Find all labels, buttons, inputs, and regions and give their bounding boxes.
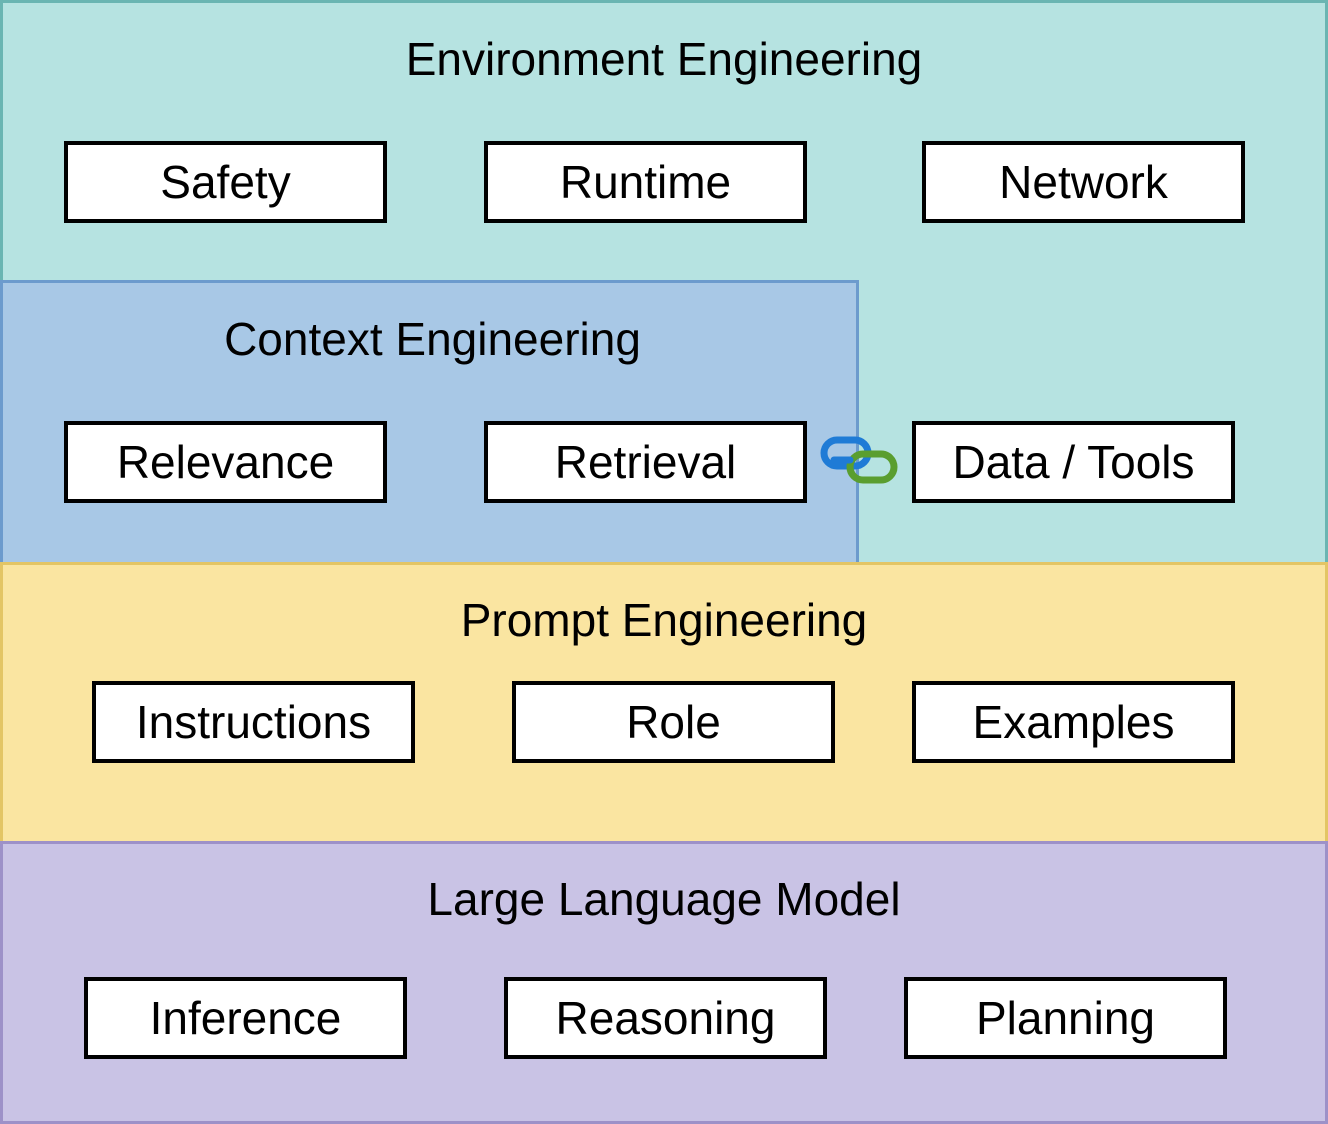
- retrieval-box: Retrieval: [484, 421, 807, 503]
- examples-box: Examples: [912, 681, 1235, 763]
- instructions-box: Instructions: [92, 681, 415, 763]
- prompt-engineering-title: Prompt Engineering: [460, 594, 868, 646]
- context-engineering-title: Context Engineering: [224, 313, 641, 365]
- reasoning-box: Reasoning: [504, 977, 827, 1059]
- inference-box: Inference: [84, 977, 407, 1059]
- large-language-model-title: Large Language Model: [427, 873, 901, 925]
- planning-box: Planning: [904, 977, 1227, 1059]
- environment-engineering-title: Environment Engineering: [405, 33, 923, 85]
- network-box: Network: [922, 141, 1245, 223]
- runtime-box: Runtime: [484, 141, 807, 223]
- safety-box: Safety: [64, 141, 387, 223]
- role-box: Role: [512, 681, 835, 763]
- relevance-box: Relevance: [64, 421, 387, 503]
- link-icon: [820, 436, 898, 484]
- data-tools-box: Data / Tools: [912, 421, 1235, 503]
